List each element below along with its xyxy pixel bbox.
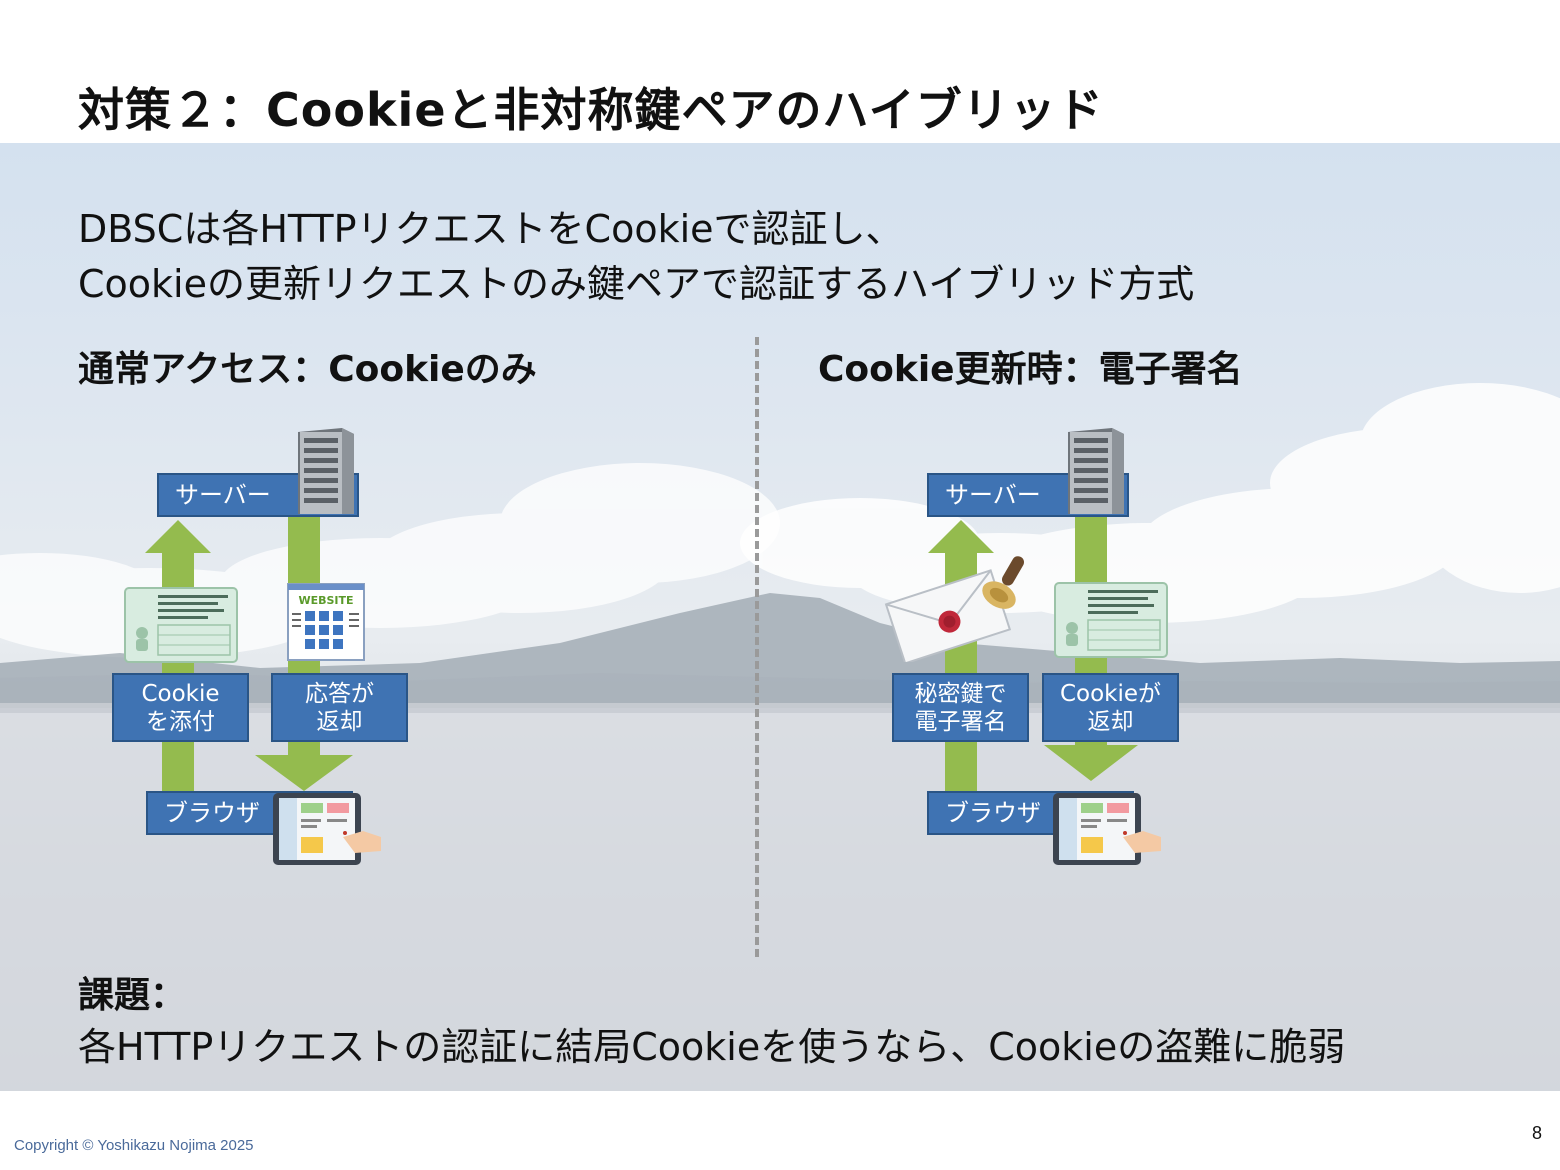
left-up-label-box: Cookie を添付: [112, 673, 249, 742]
right-down-label-line-2: 返却: [1087, 708, 1134, 735]
slide-title: 対策２：Cookieと非対称鍵ペアのハイブリッド: [78, 83, 1104, 137]
right-up-label-box: 秘密鍵で 電子署名: [892, 673, 1029, 742]
panel-divider: [755, 337, 759, 957]
cookie-card-icon: [1054, 582, 1168, 658]
left-up-label-line-1: Cookie: [141, 680, 220, 707]
right-down-label-line-1: Cookieが: [1059, 680, 1162, 707]
wax-stamp-icon: [982, 556, 1024, 609]
website-icon: WEBSITE: [287, 583, 365, 661]
left-down-label-box: 応答が 返却: [271, 673, 408, 742]
intro-line-2: Cookieの更新リクエストのみ鍵ペアで認証するハイブリッド方式: [78, 262, 1195, 306]
server-icon: [1068, 428, 1124, 514]
copyright-text: Copyright © Yoshikazu Nojima 2025: [14, 1137, 254, 1154]
website-text: WEBSITE: [298, 594, 353, 607]
tablet-icon: [273, 793, 381, 865]
right-server-label: サーバー: [945, 481, 1041, 509]
page-number: 8: [1532, 1123, 1543, 1143]
sealed-envelope-icon: [884, 569, 1012, 662]
issue-text: 各HTTPリクエストの認証に結局Cookieを使うなら、Cookieの盗難に脆弱: [78, 1025, 1346, 1069]
left-server-label: サーバー: [175, 481, 271, 509]
cookie-card-icon: [124, 587, 238, 663]
intro-line-1: DBSCは各HTTPリクエストをCookieで認証し、: [78, 207, 904, 251]
right-heading: Cookie更新時：電子署名: [818, 349, 1243, 390]
issue-label: 課題：: [78, 975, 187, 1016]
right-up-label-line-2: 電子署名: [914, 708, 1007, 735]
left-down-label-line-1: 応答が: [305, 680, 374, 707]
intro-text: DBSCは各HTTPリクエストをCookieで認証し、 Cookieの更新リクエ…: [78, 202, 1194, 312]
left-up-label-line-2: を添付: [146, 708, 215, 735]
right-browser-label: ブラウザ: [945, 799, 1041, 827]
server-icon: [298, 428, 354, 514]
left-down-label-line-2: 返却: [316, 708, 363, 735]
up-arrow: [928, 520, 994, 795]
right-up-label-line-1: 秘密鍵で: [914, 680, 1007, 707]
left-browser-label: ブラウザ: [164, 799, 260, 827]
tablet-icon: [1053, 793, 1161, 865]
right-down-label-box: Cookieが 返却: [1042, 673, 1179, 742]
left-heading: 通常アクセス：Cookieのみ: [78, 349, 537, 390]
